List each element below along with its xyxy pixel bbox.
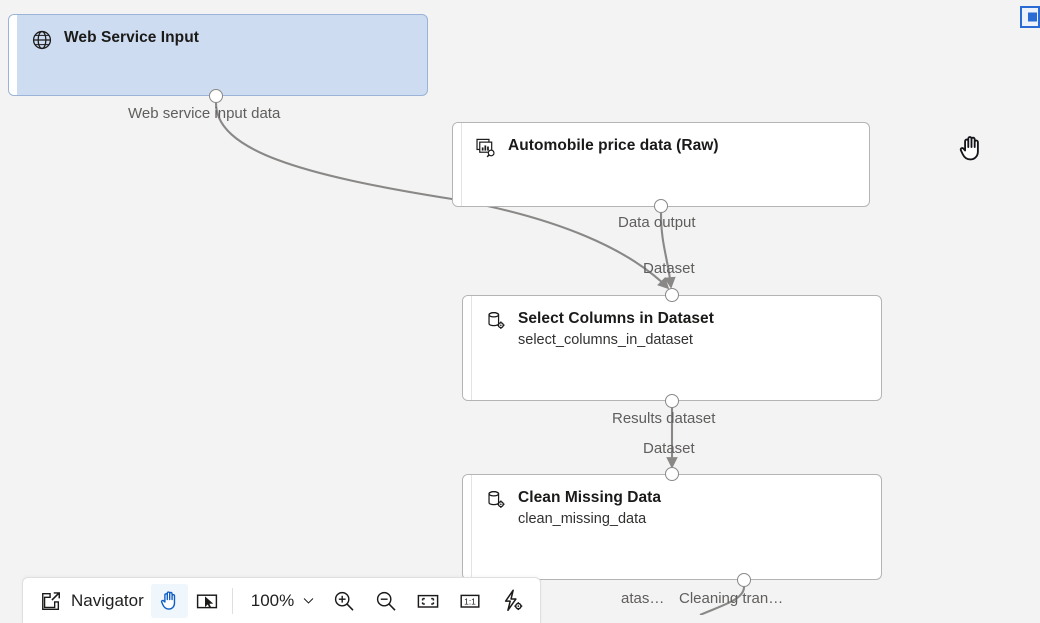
node-title: Select Columns in Dataset	[518, 310, 714, 327]
lightning-gear-icon	[505, 589, 523, 612]
zoom-in-button[interactable]	[323, 584, 365, 618]
one-to-one-icon: 1:1	[460, 594, 480, 608]
node-accent-bar	[463, 296, 472, 400]
module-database-gear-icon	[488, 312, 505, 329]
edge-label-dataset-upper: Dataset	[643, 260, 695, 277]
panel-glyph-icon	[1028, 12, 1037, 22]
navigator-button[interactable]: Navigator	[33, 584, 151, 618]
zoom-out-button[interactable]	[365, 584, 407, 618]
port-automobile-data-output[interactable]	[654, 199, 668, 213]
node-title: Clean Missing Data	[518, 489, 662, 506]
fit-screen-icon	[417, 594, 439, 608]
port-clean-missing-input[interactable]	[665, 467, 679, 481]
canvas-toolbar: Navigator 100%	[22, 577, 542, 623]
node-title: Web Service Input	[64, 29, 199, 46]
marquee-select-tool-button[interactable]	[188, 584, 226, 618]
edge-label-web-service-input-data: Web service input data	[128, 105, 281, 122]
magnifier-plus-icon	[335, 591, 354, 611]
edge-label-cleaning-transformation: Cleaning tran…	[679, 590, 784, 607]
node-accent-bar	[9, 15, 17, 95]
port-select-columns-input[interactable]	[665, 288, 679, 302]
svg-text:1:1: 1:1	[464, 596, 476, 606]
zoom-level-selector[interactable]: 100%	[239, 584, 323, 618]
node-subtitle: select_columns_in_dataset	[518, 332, 693, 348]
port-web-service-input-output[interactable]	[209, 89, 223, 103]
chevron-down-icon	[303, 598, 314, 604]
node-web-service-input[interactable]: Web Service Input	[8, 14, 428, 96]
node-accent-bar	[453, 123, 462, 206]
navigator-label: Navigator	[71, 590, 144, 610]
zoom-level-value: 100%	[250, 590, 295, 610]
actual-size-button[interactable]: 1:1	[449, 584, 491, 618]
pan-hand-cursor	[959, 136, 979, 161]
node-select-columns-in-dataset[interactable]: Select Columns in Dataset select_columns…	[462, 295, 882, 401]
expand-navigator-icon	[42, 591, 60, 610]
edge-label-data-output: Data output	[618, 214, 696, 231]
port-clean-missing-output[interactable]	[737, 573, 751, 587]
marquee-select-icon	[196, 593, 217, 608]
hand-icon	[160, 591, 175, 610]
edge-label-cleaned-dataset: atas…	[621, 590, 665, 607]
node-clean-missing-data[interactable]: Clean Missing Data clean_missing_data	[462, 474, 882, 580]
auto-layout-button[interactable]	[491, 584, 534, 618]
toolbar-divider	[231, 587, 233, 614]
node-title: Automobile price data (Raw)	[508, 137, 719, 154]
node-automobile-price-data-raw[interactable]: Automobile price data (Raw)	[452, 122, 870, 207]
node-subtitle: clean_missing_data	[518, 511, 647, 527]
globe-icon	[32, 30, 52, 50]
magnifier-minus-icon	[377, 591, 396, 611]
edge-label-results-dataset: Results dataset	[612, 410, 716, 427]
edge-label-dataset-lower: Dataset	[643, 440, 695, 457]
port-select-columns-output[interactable]	[665, 394, 679, 408]
collapsed-side-panel[interactable]	[1020, 6, 1040, 28]
module-database-gear-icon	[488, 491, 505, 508]
sample-dataset-icon	[476, 138, 495, 158]
pan-hand-tool-button[interactable]	[150, 583, 188, 618]
node-accent-bar	[463, 475, 472, 579]
fit-to-screen-button[interactable]	[407, 584, 449, 618]
